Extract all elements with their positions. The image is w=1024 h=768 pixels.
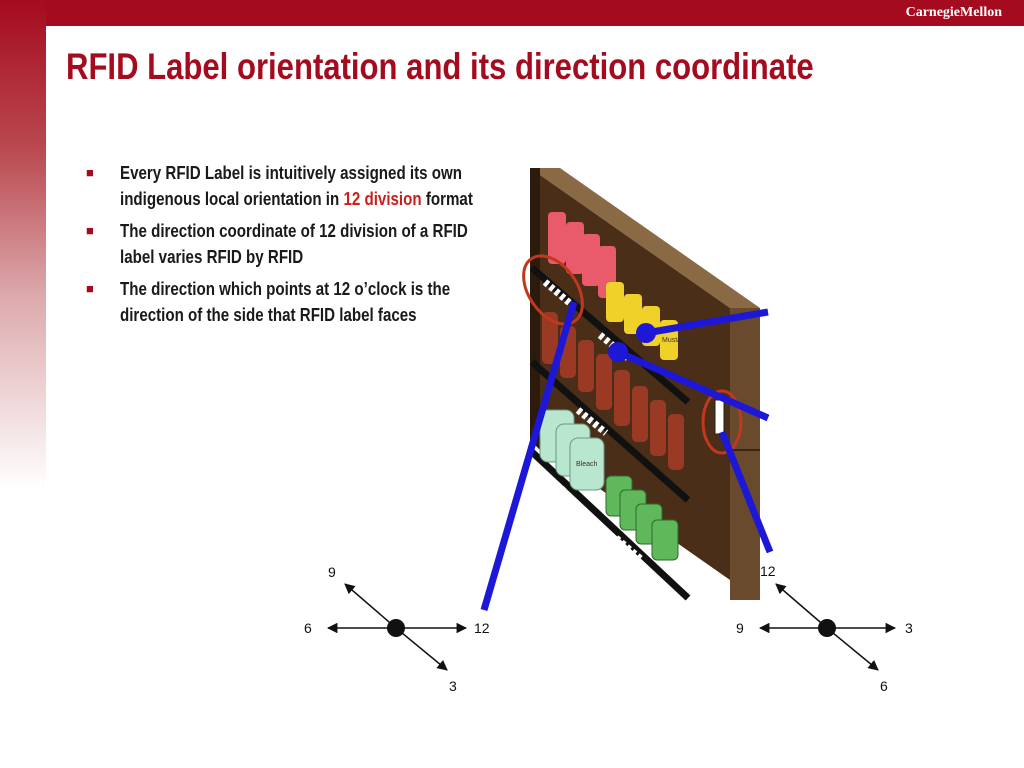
rfid-tag-side [714, 399, 725, 435]
bottle-pink [582, 234, 600, 286]
slide-title: RFID Label orientation and its direction… [66, 46, 814, 87]
bullet-square-icon: ■ [86, 281, 94, 296]
compass-label-9: 9 [328, 564, 336, 580]
compass-label-3: 3 [905, 620, 913, 636]
bullet-highlight: 12 division [343, 189, 422, 209]
rfid-tag [575, 407, 609, 436]
cola-bottle [578, 340, 594, 392]
bullet-item-2: ■ The direction coordinate of 12 divisio… [86, 218, 498, 270]
pointer-line [480, 301, 578, 611]
bottle-pink [566, 222, 584, 274]
bullet-list: ■ Every RFID Label is intuitively assign… [86, 160, 498, 334]
cola-bottle [614, 370, 630, 426]
bullet-item-3: ■ The direction which points at 12 o’clo… [86, 276, 498, 328]
bleach-jug [569, 437, 605, 491]
compass-label-9: 9 [736, 620, 744, 636]
rfid-tag [613, 535, 645, 563]
compass-label-12: 12 [760, 563, 776, 579]
compass-label-12: 12 [474, 620, 490, 636]
shelf-rail [529, 449, 691, 601]
pointer-dot [636, 323, 656, 343]
compass-label-3: 3 [449, 678, 457, 694]
direction-compass-left: 9 6 12 3 [304, 564, 490, 694]
highlight-ellipse-front [522, 254, 584, 326]
compass-axis-diagonal [775, 583, 828, 629]
side-gradient-bar [0, 0, 46, 490]
green-can [651, 519, 679, 561]
compass-label-6: 6 [304, 620, 312, 636]
bullet-square-icon: ■ [86, 165, 94, 180]
pointer-line [645, 308, 769, 337]
cola-bottle [596, 354, 612, 410]
compass-axis-diagonal [344, 583, 397, 629]
cola-bottle [632, 386, 648, 442]
bullet-text-1-start: Every RFID Label is intuitively assigned… [120, 163, 462, 209]
direction-compass-right: 12 9 3 6 [736, 563, 913, 694]
bullet-square-icon: ■ [86, 223, 94, 238]
shelf-top [530, 168, 760, 308]
shelf-rail [529, 359, 691, 503]
bottle-yellow [624, 294, 642, 334]
rfid-tag [542, 279, 575, 308]
shelf-side-panel [730, 308, 760, 600]
rfid-tag [537, 467, 569, 496]
product-group-middle [542, 312, 684, 470]
cola-bottle [542, 312, 558, 364]
bottle-pink [548, 212, 566, 264]
shelf-front-post [530, 168, 540, 450]
mustard-label: Mustard [662, 337, 687, 344]
bullet-text-1-end: format [421, 189, 473, 209]
cola-bottle [650, 400, 666, 456]
highlight-ellipse-side [701, 389, 743, 455]
bottle-yellow [606, 282, 624, 322]
pointer-line [718, 430, 774, 554]
product-group-bottom: Bleach [539, 409, 679, 561]
header-bar: CarnegieMellon [0, 0, 1024, 26]
cola-bottle [668, 414, 684, 470]
pointer-dot [608, 342, 628, 362]
bullet-text-2: The direction coordinate of 12 division … [120, 221, 468, 267]
bullet-text-1: Every RFID Label is intuitively assigned… [120, 160, 490, 212]
compass-center-dot [387, 619, 405, 637]
compass-axis-diagonal [395, 627, 448, 671]
compass-label-6: 6 [880, 678, 888, 694]
bleach-label: Bleach [576, 461, 598, 468]
bullet-text-3: The direction which points at 12 o’clock… [120, 279, 451, 325]
pointer-lines [480, 301, 774, 611]
compass-axis-diagonal [826, 627, 879, 671]
pointer-line [616, 348, 770, 422]
compass-center-dot [818, 619, 836, 637]
bullet-item-1: ■ Every RFID Label is intuitively assign… [86, 160, 498, 212]
brand-logo: CarnegieMellon [905, 5, 1002, 20]
